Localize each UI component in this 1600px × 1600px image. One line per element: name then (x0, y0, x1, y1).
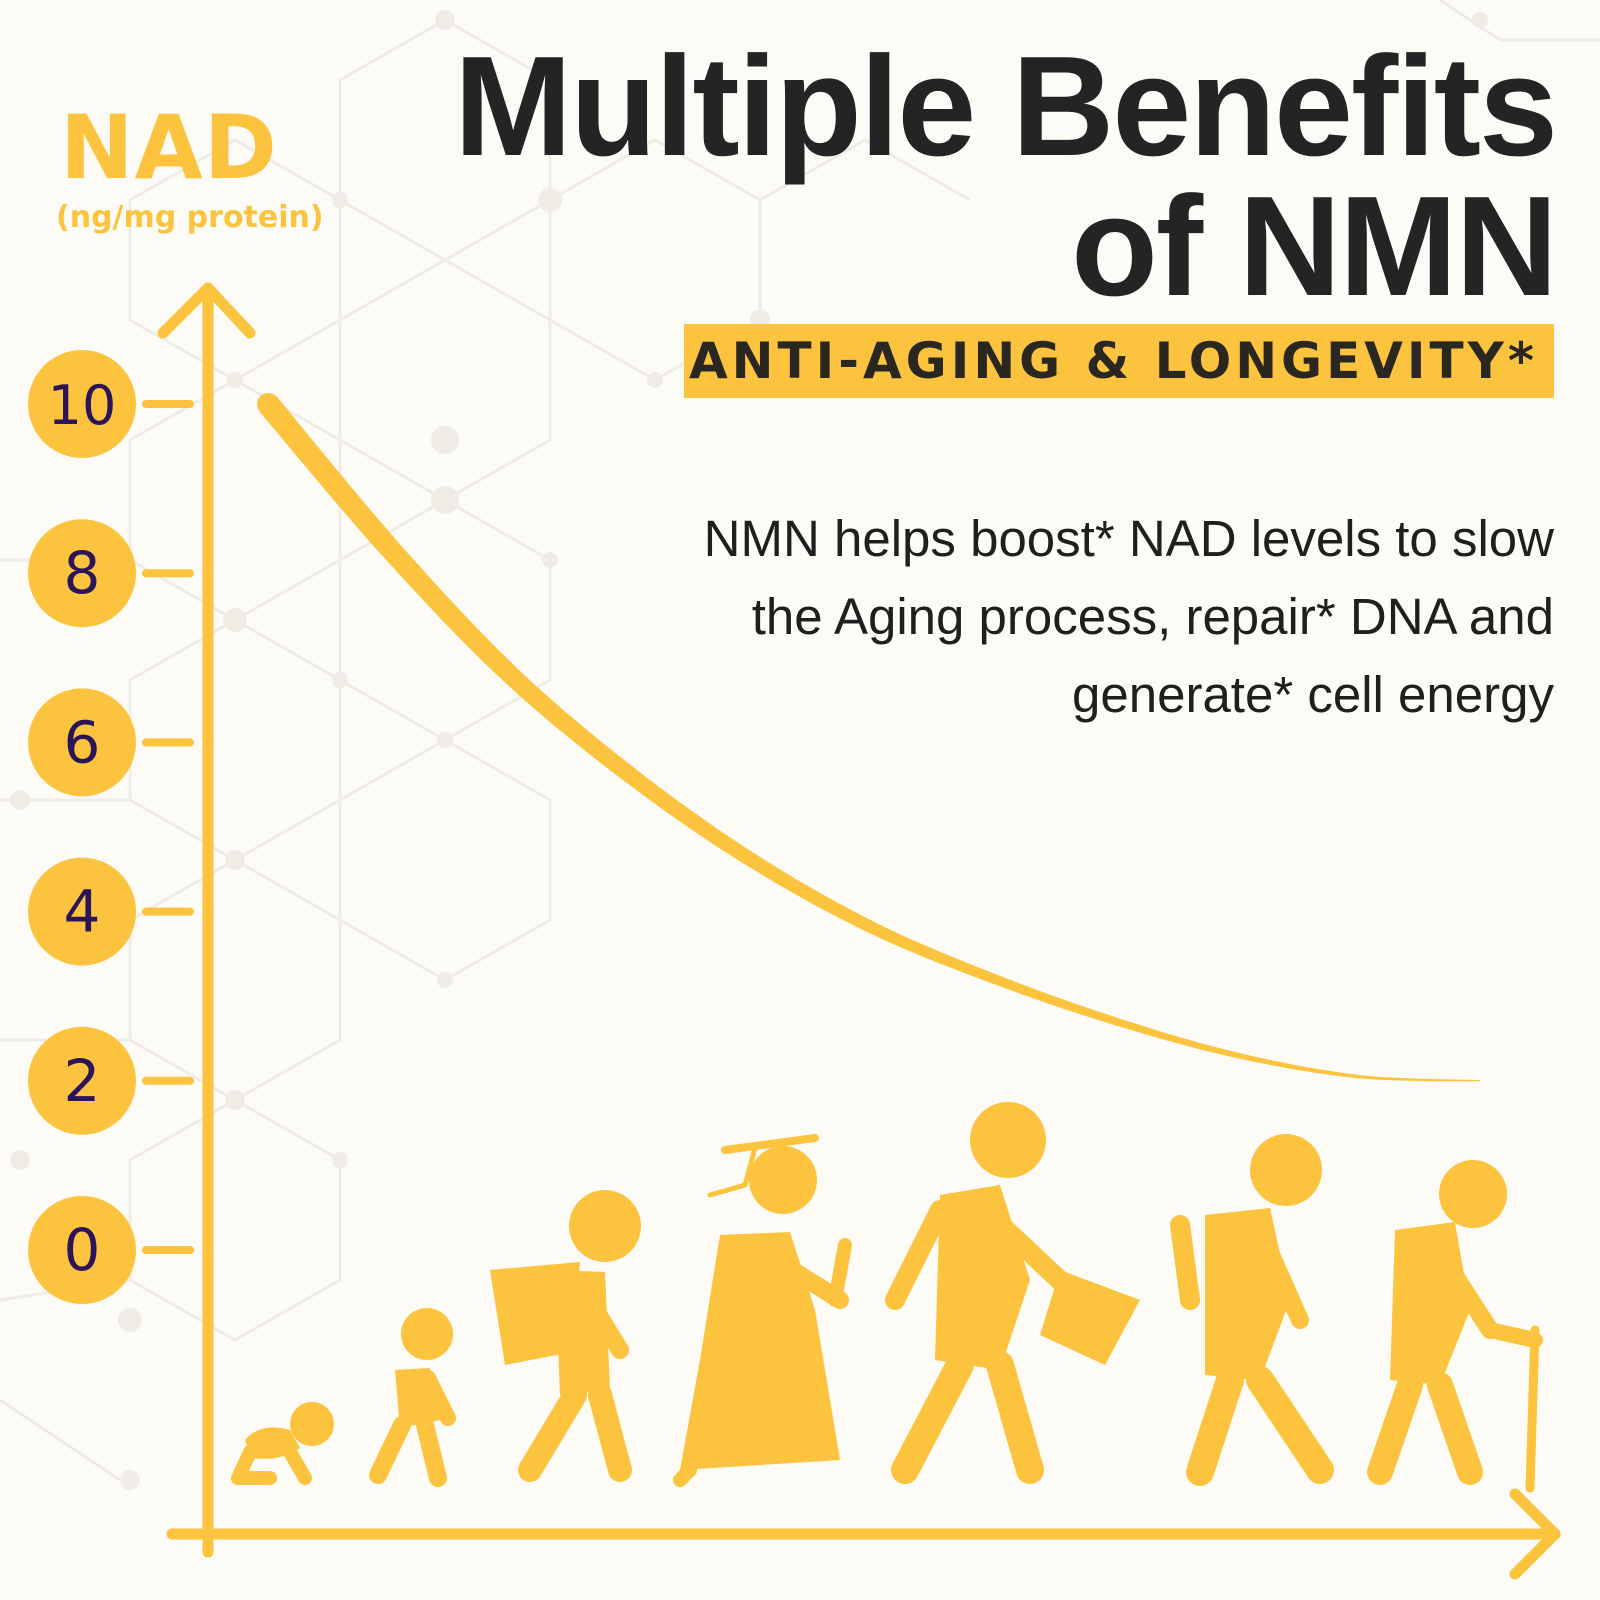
baby-icon (231, 1402, 334, 1485)
y-tick-badge-0 (28, 1196, 136, 1304)
page-title-line2: of NMN (1071, 167, 1558, 326)
y-axis-arrow-icon (157, 282, 256, 339)
description-line-1: NMN helps boost* NAD levels to slow (703, 510, 1554, 567)
y-tick-badge-2 (28, 1026, 136, 1135)
toddler-icon (369, 1308, 456, 1487)
subtitle-banner-text: ANTI-AGING & LONGEVITY* (688, 332, 1538, 390)
y-tick-label-6: 6 (64, 708, 101, 776)
description-line-3: generate* cell energy (1072, 666, 1554, 723)
y-tick-badge-8 (28, 519, 136, 628)
page-title-line1: Multiple Benefits (453, 27, 1558, 186)
y-axis-unit: (ng/mg protein) (56, 200, 324, 235)
schoolchild-icon (490, 1190, 641, 1482)
x-axis-arrow-icon (1509, 1488, 1561, 1580)
y-tick-label-8: 8 (64, 539, 101, 607)
y-axis-title: NAD (60, 96, 278, 199)
y-tick-badge-4 (28, 857, 136, 966)
senior-icon (1170, 1134, 1334, 1486)
y-tick-label-0: 0 (64, 1216, 101, 1284)
y-tick-badge-6 (28, 688, 136, 797)
graduate-icon (673, 1134, 852, 1487)
elderly-cane-icon (1367, 1160, 1543, 1493)
y-tick-badge-10 (28, 350, 136, 458)
subtitle-banner: ANTI-AGING & LONGEVITY* (684, 324, 1554, 398)
nad-curve-start-point (257, 393, 279, 415)
description-text: NMN helps boost* NAD levels to slow the … (594, 500, 1554, 734)
description-line-2: the Aging process, repair* DNA and (751, 588, 1554, 645)
worker-icon (885, 1102, 1140, 1484)
y-tick-label-4: 4 (64, 878, 101, 946)
y-tick-label-2: 2 (64, 1047, 101, 1115)
y-tick-label-10: 10 (48, 374, 117, 437)
